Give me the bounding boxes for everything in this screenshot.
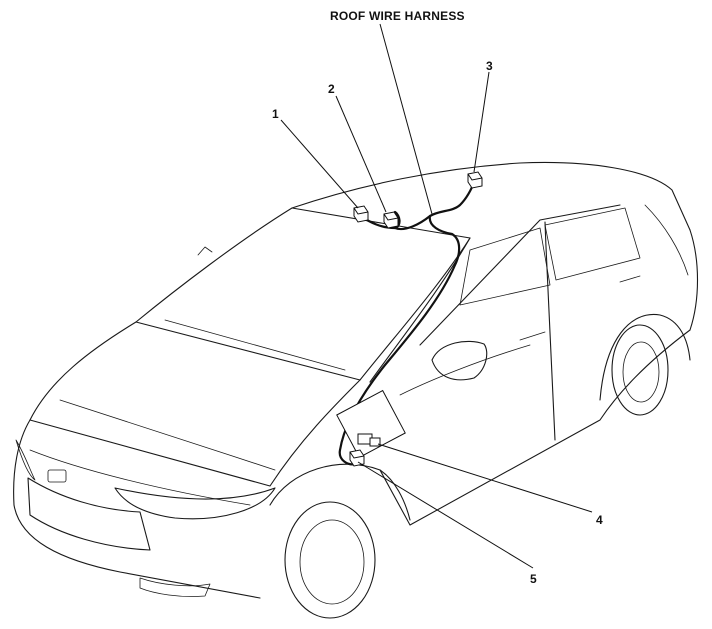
connector-1 bbox=[353, 205, 369, 223]
vehicle-outline bbox=[13, 161, 698, 619]
roof-wire-harness bbox=[338, 178, 477, 466]
connector-4 bbox=[336, 389, 406, 459]
connector-5 bbox=[349, 449, 365, 467]
roof-wire-harness-label: ROOF WIRE HARNESS bbox=[330, 9, 465, 23]
connector-2 bbox=[383, 211, 399, 229]
callout-2: 2 bbox=[328, 82, 335, 96]
connector-3 bbox=[467, 171, 483, 189]
callout-1: 1 bbox=[272, 107, 279, 121]
callout-4: 4 bbox=[596, 513, 603, 527]
leader-lines bbox=[280, 23, 593, 569]
callout-5: 5 bbox=[530, 572, 537, 586]
callout-3: 3 bbox=[486, 59, 493, 73]
